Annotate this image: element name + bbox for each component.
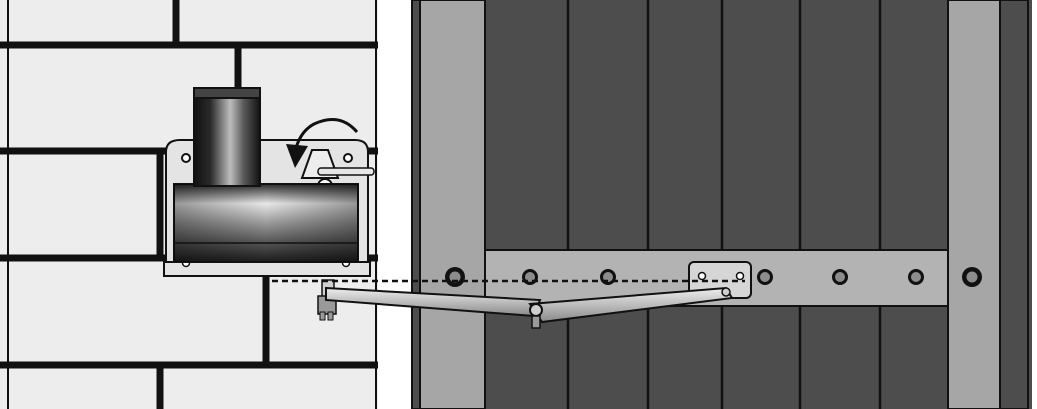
- arm-joint: [529, 303, 543, 317]
- gate: [411, 0, 1032, 409]
- gate-frame-left-stile: [419, 0, 486, 409]
- mounting-plate-base: [163, 261, 371, 277]
- motor-cylinder: [193, 87, 261, 187]
- gate-bolts: [445, 267, 982, 287]
- gate-plank-joints: [566, 0, 882, 409]
- bolt: [757, 269, 773, 285]
- gate-edge-right: [999, 0, 1029, 409]
- bolt: [832, 269, 848, 285]
- bolt: [908, 269, 924, 285]
- curved-arrow-icon: [286, 118, 359, 168]
- release-key: [300, 149, 375, 194]
- gate-edge-left: [411, 0, 421, 409]
- gate-opener-motor-icon: [163, 87, 375, 277]
- brick-wall-edges: [7, 0, 377, 409]
- articulated-arm-icon: [317, 279, 734, 329]
- gate-frame-right-stile: [947, 0, 1001, 409]
